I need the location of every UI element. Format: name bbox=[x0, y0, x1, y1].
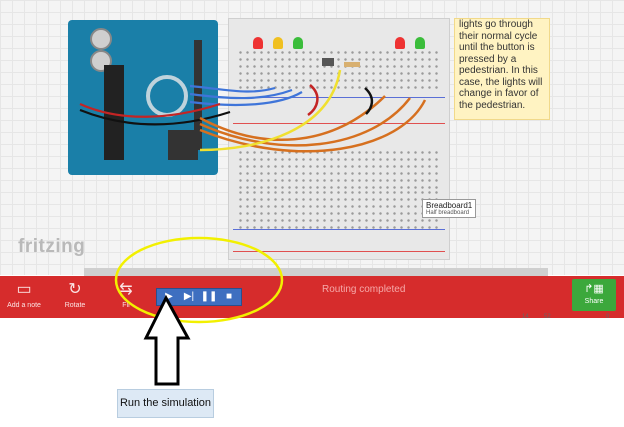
arduino-chip bbox=[168, 130, 198, 160]
step-icon[interactable]: ▶| bbox=[183, 291, 195, 302]
wire-orange bbox=[199, 95, 386, 141]
green-led[interactable] bbox=[293, 37, 303, 49]
yellow-led[interactable] bbox=[273, 37, 283, 49]
part-subtitle: Half breadboard bbox=[426, 210, 470, 216]
red-led[interactable] bbox=[395, 37, 405, 49]
rail-red bbox=[233, 123, 445, 124]
share-label: Share bbox=[584, 298, 604, 305]
wire-blue bbox=[189, 88, 293, 100]
breadboard-canvas[interactable]: lights go through their normal cycle unt… bbox=[0, 0, 624, 276]
share-button[interactable]: ↱▦ Share bbox=[572, 279, 616, 311]
wire-orange bbox=[199, 99, 427, 153]
rail-blue bbox=[233, 229, 445, 230]
resistor bbox=[344, 62, 360, 67]
part-label: Breadboard1 Half breadboard bbox=[422, 199, 477, 218]
rail-blue bbox=[233, 97, 445, 98]
pushbutton bbox=[322, 58, 334, 66]
part-title: Breadboard1 bbox=[426, 201, 473, 210]
tiny-indicator: 0 bbox=[606, 314, 610, 320]
flip-button[interactable]: ⇆ Fli bbox=[114, 276, 138, 318]
simulation-tooltip: Run the simulation bbox=[117, 389, 214, 418]
share-icon: ↱▦ bbox=[584, 283, 604, 295]
rail-red bbox=[233, 251, 445, 252]
wire-blue bbox=[189, 84, 276, 93]
tiny-indicator: 52 bbox=[544, 314, 551, 320]
hole-grid bbox=[237, 49, 441, 89]
canvas-scrollbar[interactable] bbox=[84, 268, 548, 276]
rotate-button[interactable]: ↻ Rotate bbox=[60, 276, 90, 318]
arduino-header bbox=[104, 65, 124, 160]
wire-black bbox=[79, 108, 231, 126]
flip-icon: ⇆ bbox=[119, 281, 133, 298]
wires bbox=[79, 58, 427, 153]
add-note-button[interactable]: ▭ Add a note bbox=[6, 276, 42, 318]
wire-blue bbox=[189, 91, 303, 107]
capacitor bbox=[90, 28, 112, 50]
flip-label: Fli bbox=[122, 302, 130, 309]
play-icon[interactable]: ▶ bbox=[165, 291, 173, 302]
simulation-controls: ▶ ▶| ❚❚ ■ bbox=[156, 288, 242, 306]
red-led[interactable] bbox=[253, 37, 263, 49]
note-text: lights go through their normal cycle unt… bbox=[459, 19, 543, 111]
wire-black bbox=[364, 87, 374, 115]
rotate-icon: ↻ bbox=[68, 281, 82, 298]
green-led[interactable] bbox=[415, 37, 425, 49]
routing-status: Routing completed bbox=[322, 284, 406, 295]
note-icon: ▭ bbox=[16, 281, 32, 298]
fritzing-logo: fritzing bbox=[18, 236, 86, 257]
rotate-label: Rotate bbox=[64, 302, 86, 309]
tiny-indicator: 14 bbox=[522, 314, 529, 320]
bottom-toolbar: ▭ Add a note ↻ Rotate ⇆ Fli ↱▦ Share bbox=[0, 276, 624, 318]
wire-orange bbox=[199, 97, 411, 147]
stop-icon[interactable]: ■ bbox=[225, 291, 233, 302]
wire-red bbox=[307, 84, 319, 117]
pause-icon[interactable]: ❚❚ bbox=[200, 291, 218, 302]
hole-grid bbox=[237, 149, 441, 189]
arduino-board[interactable] bbox=[68, 20, 218, 175]
note-card[interactable]: lights go through their normal cycle unt… bbox=[454, 18, 550, 120]
add-note-label: Add a note bbox=[7, 302, 41, 309]
wire-yellow bbox=[199, 69, 342, 152]
hole-grid bbox=[237, 189, 441, 229]
wire-red bbox=[79, 102, 221, 118]
breadboard[interactable] bbox=[228, 18, 450, 260]
